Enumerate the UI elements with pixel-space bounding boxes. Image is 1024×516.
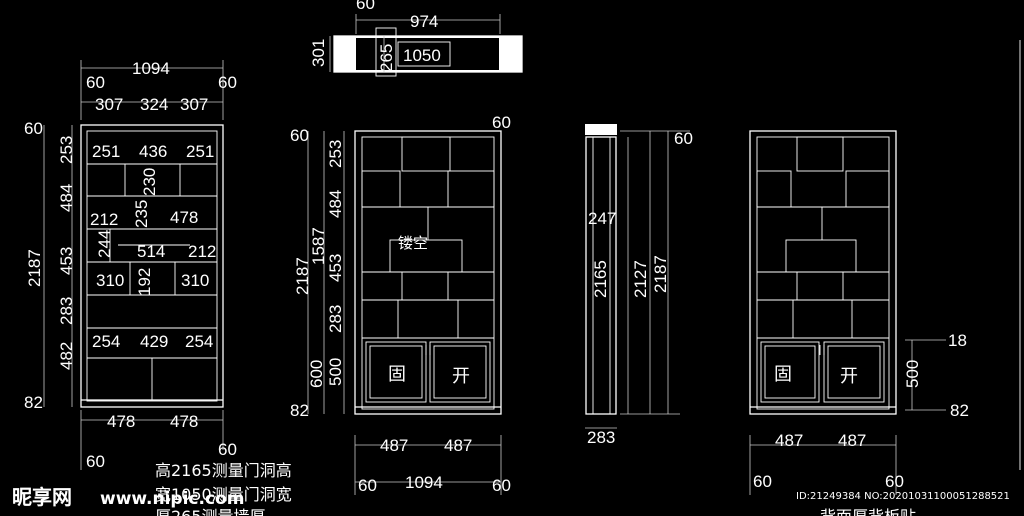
watermark-url: www.nipic.com bbox=[100, 489, 244, 509]
v4-door-open: 开 bbox=[840, 366, 858, 387]
v1-height-283: 283 bbox=[57, 297, 76, 325]
v1-row-310b: 310 bbox=[181, 271, 209, 290]
v2-height-82: 82 bbox=[290, 401, 309, 420]
v1-row-514: 514 bbox=[137, 242, 165, 261]
v1-row-310a: 310 bbox=[96, 271, 124, 290]
notes: 高2165测量门洞高 宽1050测量门洞宽 厚265测量墙厚 背面厚背板贴 bbox=[155, 461, 916, 516]
v1-height-453: 453 bbox=[57, 247, 76, 275]
v2-height-1587: 1587 bbox=[309, 227, 328, 265]
watermark-id: ID:21249384 NO:20201031100051288521 bbox=[796, 491, 1010, 502]
v1-row-212a: 212 bbox=[90, 210, 118, 229]
v2-width-1094: 1094 bbox=[405, 473, 443, 492]
v1-height-82: 82 bbox=[24, 393, 43, 412]
v4-door-fixed: 固 bbox=[774, 364, 792, 385]
v1-row-436: 436 bbox=[139, 142, 167, 161]
v2-height-453: 453 bbox=[326, 254, 345, 282]
v2-height-60: 60 bbox=[290, 126, 309, 145]
v1-side-60a: 60 bbox=[86, 73, 105, 92]
v4-right-500: 500 bbox=[903, 360, 922, 388]
v1-row-212b: 212 bbox=[188, 242, 216, 261]
v2-height-253: 253 bbox=[326, 140, 345, 168]
side-top-60: 60 bbox=[674, 129, 693, 148]
top-plan-view: 974 60 301 265 1050 bbox=[309, 0, 523, 77]
v1-col-307b: 307 bbox=[180, 95, 208, 114]
v4-bottom-487b: 487 bbox=[838, 431, 866, 450]
v1-height-2187: 2187 bbox=[25, 249, 44, 287]
back-view: 固 开 18 500 82 487 487 60 60 bbox=[749, 130, 969, 495]
v2-bottom-487b: 487 bbox=[444, 436, 472, 455]
v1-row-235: 235 bbox=[132, 200, 151, 228]
top-width-1050: 1050 bbox=[403, 46, 441, 65]
front-view-dimensioned: 1094 60 60 307 324 307 60 253 484 453 28… bbox=[24, 59, 237, 471]
v1-height-253: 253 bbox=[57, 136, 76, 164]
v2-height-600: 600 bbox=[307, 360, 326, 388]
front-view-doors: 镂空 固 开 60 60 2187 1587 253 484 453 283 6… bbox=[290, 113, 511, 495]
v2-bottom-60b: 60 bbox=[492, 476, 511, 495]
v2-bottom-60a: 60 bbox=[358, 476, 377, 495]
side-height-2187: 2187 bbox=[651, 255, 670, 293]
v1-col-324: 324 bbox=[140, 95, 168, 114]
v2-door-open: 开 bbox=[452, 366, 470, 387]
v2-height-484: 484 bbox=[326, 190, 345, 218]
v4-bottom-60a: 60 bbox=[753, 472, 772, 491]
top-partial-dim: 60 bbox=[356, 0, 375, 13]
v1-width-1094: 1094 bbox=[132, 59, 170, 78]
v1-row-251a: 251 bbox=[92, 142, 120, 161]
v4-bottom-487a: 487 bbox=[775, 431, 803, 450]
side-height-2127: 2127 bbox=[631, 260, 650, 298]
v1-bottom-60a: 60 bbox=[86, 452, 105, 471]
v1-row-230: 230 bbox=[140, 168, 159, 196]
top-depth-265: 265 bbox=[377, 44, 396, 72]
v1-row-244: 244 bbox=[95, 230, 114, 258]
v1-row-192: 192 bbox=[135, 268, 154, 296]
note-thickness: 厚265测量墙厚 bbox=[155, 507, 266, 516]
side-view: 60 247 2165 2127 2187 283 bbox=[585, 124, 693, 447]
v1-bottom-478a: 478 bbox=[107, 412, 135, 431]
note-back-panel: 背面厚背板贴 bbox=[820, 507, 916, 516]
v1-height-482: 482 bbox=[57, 342, 76, 370]
v1-col-307a: 307 bbox=[95, 95, 123, 114]
v2-height-283: 283 bbox=[326, 305, 345, 333]
top-depth-301: 301 bbox=[309, 39, 328, 67]
v1-bottom-60b: 60 bbox=[218, 440, 237, 459]
v1-row-254a: 254 bbox=[92, 332, 120, 351]
v1-row-251b: 251 bbox=[186, 142, 214, 161]
v1-bottom-478b: 478 bbox=[170, 412, 198, 431]
watermark: 昵享网 www.nipic.com ID:21249384 NO:2020103… bbox=[12, 485, 1010, 509]
v2-top-60: 60 bbox=[492, 113, 511, 132]
v2-door-fixed: 固 bbox=[388, 364, 406, 385]
side-height-2165: 2165 bbox=[591, 260, 610, 298]
v2-bottom-487a: 487 bbox=[380, 436, 408, 455]
v1-row-429: 429 bbox=[140, 332, 168, 351]
v2-height-2187: 2187 bbox=[293, 257, 312, 295]
v2-height-500: 500 bbox=[326, 358, 345, 386]
note-width: 宽1050测量门洞宽 bbox=[155, 485, 292, 504]
v1-height-484: 484 bbox=[57, 184, 76, 212]
v1-height-60: 60 bbox=[24, 119, 43, 138]
v1-row-478: 478 bbox=[170, 208, 198, 227]
top-width-974: 974 bbox=[410, 12, 438, 31]
v1-row-254b: 254 bbox=[185, 332, 213, 351]
v1-side-60b: 60 bbox=[218, 73, 237, 92]
side-height-247: 247 bbox=[588, 209, 616, 228]
v4-bottom-60b: 60 bbox=[885, 472, 904, 491]
watermark-logo: 昵享网 bbox=[12, 485, 72, 509]
v4-right-82: 82 bbox=[950, 401, 969, 420]
v2-hollow-label: 镂空 bbox=[398, 234, 428, 252]
note-height: 高2165测量门洞高 bbox=[155, 461, 292, 480]
v4-right-18: 18 bbox=[948, 331, 967, 350]
side-depth-283: 283 bbox=[587, 428, 615, 447]
